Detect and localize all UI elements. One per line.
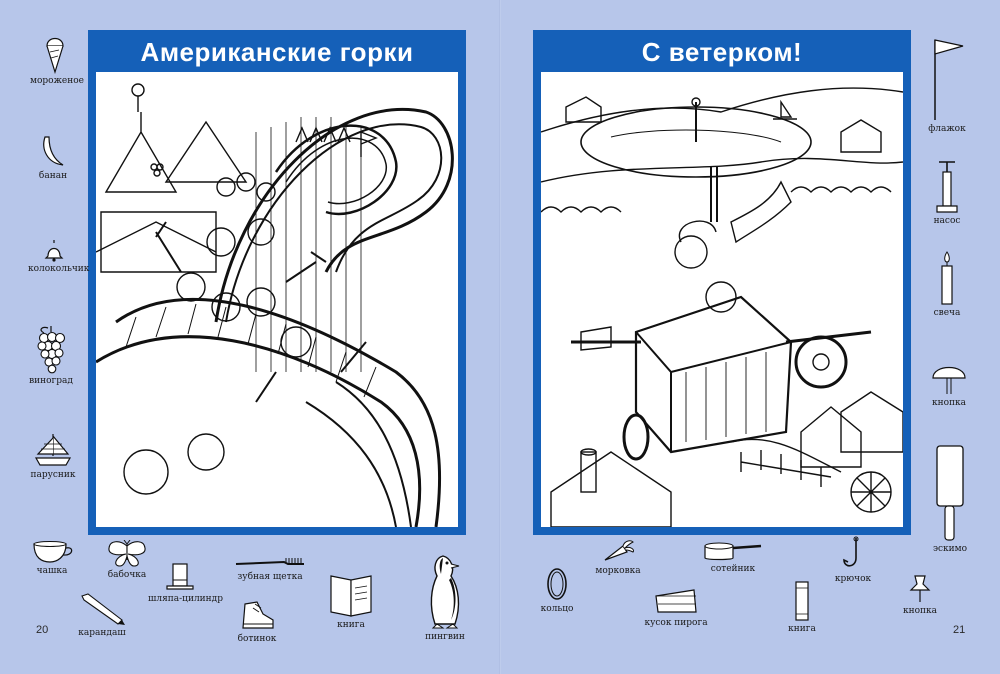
- pump-icon: [936, 161, 958, 213]
- thumbtack-icon: [909, 575, 931, 602]
- popsicle-icon: [936, 445, 964, 541]
- bell-icon: [44, 240, 64, 262]
- item-label: парусник: [30, 470, 76, 480]
- find-item-toothbrush: зубная щетка: [232, 556, 308, 582]
- page-title-right: С ветерком!: [641, 37, 803, 67]
- roller-coaster-illustration: [96, 72, 458, 527]
- find-item-top-hat: шляпа-цилиндр: [148, 562, 223, 604]
- page-number-right: 21: [953, 624, 966, 636]
- item-label: карандаш: [78, 628, 126, 638]
- item-label: шляпа-цилиндр: [148, 594, 223, 604]
- ring-icon: [547, 568, 567, 600]
- item-label: банан: [38, 171, 68, 181]
- grapes-icon: [37, 326, 66, 374]
- flag-icon: [934, 39, 964, 120]
- item-label: насос: [933, 216, 961, 226]
- item-label: чашка: [36, 566, 68, 576]
- find-item-saucepan: сотейник: [702, 538, 764, 574]
- item-label: колокольчик: [28, 264, 90, 274]
- windy-ride-panel: С ветерком!: [533, 30, 911, 535]
- page-number-left: 20: [36, 624, 49, 636]
- carrot-icon: [604, 540, 634, 561]
- top-hat-icon: [166, 563, 194, 590]
- page-spine: [499, 0, 501, 674]
- item-label: кнопка: [931, 398, 967, 408]
- find-item-thumbtack: кнопка: [898, 574, 942, 616]
- find-item-flag: флажок: [922, 36, 972, 134]
- sailboat-icon: [34, 434, 72, 466]
- find-item-pump: насос: [922, 158, 972, 226]
- find-item-carrot: морковка: [592, 538, 644, 576]
- shoe-icon: [242, 601, 274, 629]
- item-label: сотейник: [710, 564, 756, 574]
- find-item-ice-cream: мороженое: [30, 32, 84, 86]
- ice-cream-cone-icon: [46, 37, 64, 74]
- find-item-shoe: ботинок: [232, 600, 282, 644]
- find-item-sailboat: парусник: [30, 432, 76, 480]
- find-item-pushpin: кнопка: [922, 360, 976, 408]
- find-item-pie-slice: кусок пирога: [640, 586, 712, 628]
- open-book-icon: [330, 575, 372, 617]
- find-item-hook: крючок: [830, 536, 876, 584]
- flying-cart-illustration: [541, 72, 903, 527]
- item-label: кольцо: [540, 604, 574, 614]
- item-label: морковка: [595, 566, 641, 576]
- item-label: ботинок: [237, 634, 277, 644]
- book-icon: [795, 581, 809, 621]
- hook-icon: [843, 536, 859, 567]
- item-label: кнопка: [902, 606, 938, 616]
- item-label: книга: [788, 624, 816, 634]
- item-label: мороженое: [30, 76, 84, 86]
- find-item-cup: чашка: [28, 540, 76, 576]
- find-item-grapes: виноград: [28, 324, 74, 386]
- cup-icon: [33, 541, 73, 563]
- item-label: виноград: [29, 376, 73, 386]
- find-item-popsicle: эскимо: [922, 444, 978, 554]
- pencil-icon: [81, 593, 125, 625]
- find-item-penguin: пингвин: [420, 554, 470, 642]
- find-item-book: книга: [782, 580, 822, 634]
- candle-icon: [941, 251, 953, 305]
- saucepan-icon: [704, 542, 762, 561]
- find-item-butterfly: бабочка: [102, 540, 152, 580]
- item-label: свеча: [933, 308, 961, 318]
- item-label: книга: [337, 620, 365, 630]
- item-label: флажок: [928, 124, 966, 134]
- find-item-ring: кольцо: [532, 566, 582, 614]
- penguin-icon: [430, 555, 460, 629]
- item-label: крючок: [834, 574, 872, 584]
- item-label: пингвин: [425, 632, 465, 642]
- item-label: кусок пирога: [644, 618, 708, 628]
- toothbrush-icon: [235, 558, 304, 565]
- item-label: зубная щетка: [237, 572, 303, 582]
- find-item-pencil: карандаш: [70, 592, 134, 638]
- find-item-bell: колокольчик: [28, 238, 90, 274]
- roller-coaster-panel: Американские горки: [88, 30, 466, 535]
- page-title-left: Американские горки: [140, 37, 414, 67]
- pie-slice-icon: [655, 589, 697, 613]
- butterfly-icon: [108, 540, 146, 567]
- find-item-candle: свеча: [922, 250, 972, 318]
- item-label: бабочка: [107, 570, 147, 580]
- mushroom-pushpin-icon: [932, 366, 966, 394]
- banana-icon: [43, 136, 64, 166]
- item-label: эскимо: [932, 544, 968, 554]
- find-item-banana: банан: [30, 135, 76, 181]
- find-item-book-open: книга: [326, 572, 376, 630]
